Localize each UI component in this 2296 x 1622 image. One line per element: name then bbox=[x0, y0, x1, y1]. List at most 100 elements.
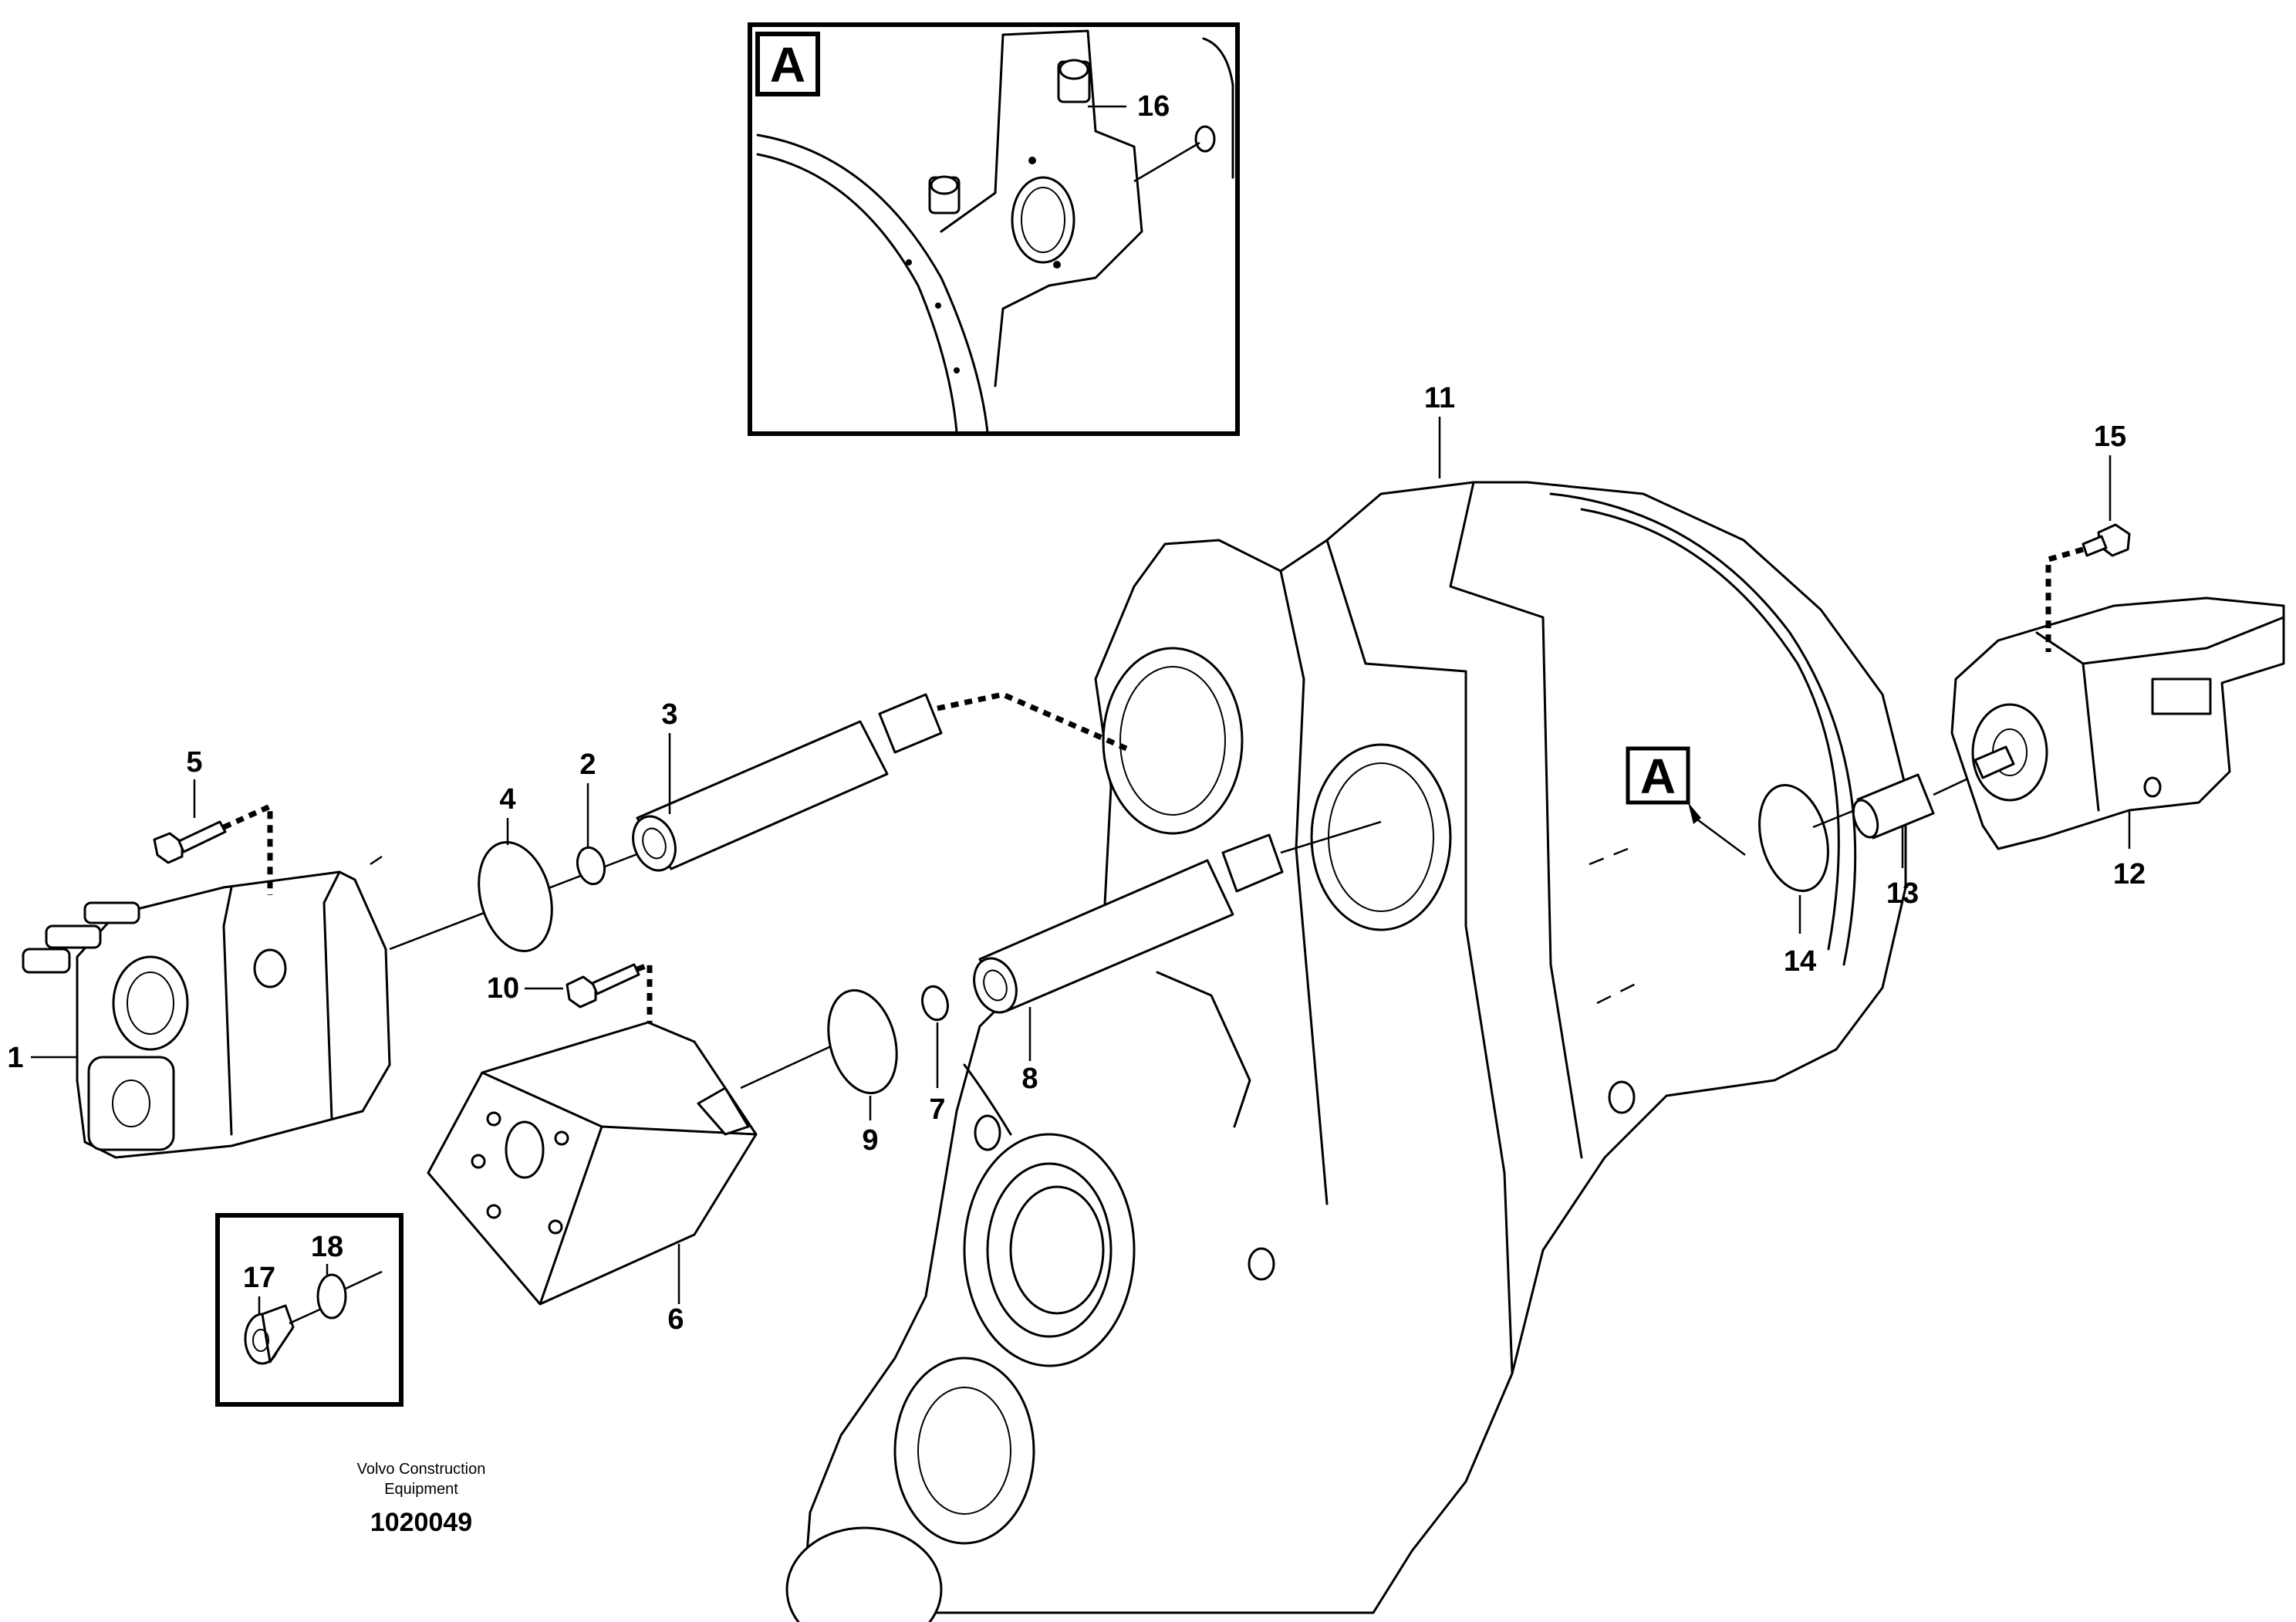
bolt-10-path bbox=[636, 960, 653, 1034]
detail-bolt-left bbox=[928, 175, 961, 215]
pump-6-hole-3 bbox=[554, 1130, 569, 1146]
housing-rib-3 bbox=[1449, 481, 1583, 1159]
pump-12-shaft bbox=[1974, 745, 2015, 779]
detail-axis-line bbox=[1133, 141, 1200, 183]
bolt-10: 10 bbox=[487, 960, 653, 1034]
pump-1-tick bbox=[370, 855, 383, 866]
bolt-15-shank bbox=[2082, 535, 2108, 557]
o-ring-4-shape bbox=[478, 840, 553, 953]
snap-ring-7: 7 bbox=[921, 985, 949, 1126]
detail-housing-outline bbox=[994, 29, 1143, 387]
pump-1-boss bbox=[253, 948, 287, 988]
plug-detail-frame bbox=[215, 1213, 403, 1407]
bolt-5-shank bbox=[177, 820, 227, 853]
housing-upper-bore-inner bbox=[1119, 666, 1226, 816]
detail-flange-arc-outer bbox=[756, 133, 989, 434]
bolt-15: 15 bbox=[2045, 421, 2131, 652]
pump-1-fitting-3 bbox=[83, 901, 140, 924]
pump-12-side-edge bbox=[2082, 662, 2100, 812]
plug-17 bbox=[244, 1304, 295, 1365]
callout-12: 12 bbox=[2113, 858, 2146, 890]
detail-right-edge bbox=[1202, 37, 1234, 179]
shaft-3-end bbox=[632, 815, 677, 872]
housing-flange-ring-inner bbox=[1580, 508, 1840, 951]
housing-hole-1 bbox=[1608, 1080, 1636, 1114]
snap-ring-7-shape bbox=[921, 985, 949, 1022]
plug-17-socket bbox=[252, 1329, 269, 1352]
pump-6-hole-2 bbox=[486, 1111, 501, 1127]
callout-2: 2 bbox=[579, 748, 596, 781]
footer-publisher-line-1: Volvo Construction bbox=[357, 1461, 486, 1478]
housing-middle-bore bbox=[1310, 743, 1452, 931]
shaft-8: 8 bbox=[973, 820, 1382, 1095]
housing-hole-2 bbox=[1248, 1247, 1275, 1281]
pump-6-hole-5 bbox=[548, 1219, 563, 1235]
housing-upper-bore bbox=[1102, 647, 1244, 835]
pump-1-lower-block bbox=[87, 1056, 175, 1151]
housing-flange-ring bbox=[1549, 492, 1857, 966]
callout-9: 9 bbox=[862, 1124, 878, 1157]
shaft-3-path bbox=[937, 691, 1128, 752]
detail-port-bore bbox=[1021, 187, 1065, 253]
detail-a-label-box bbox=[755, 32, 820, 96]
pump-12-top-edge bbox=[2035, 616, 2285, 665]
housing-rib-2 bbox=[1325, 539, 1514, 1375]
o-ring-14: 14 bbox=[1758, 784, 1829, 978]
callout-1: 1 bbox=[7, 1042, 23, 1074]
shaft-8-bore bbox=[983, 969, 1008, 1002]
bolt-15-path bbox=[2045, 546, 2084, 652]
callout-11: 11 bbox=[1424, 382, 1455, 414]
pump-12-plug bbox=[2143, 776, 2162, 798]
snap-ring-2: 2 bbox=[576, 748, 606, 886]
detail-a-frame bbox=[748, 22, 1240, 436]
shaft-3-spline bbox=[878, 693, 943, 754]
detail-flange-arc-inner bbox=[756, 153, 958, 434]
plug-axis-right bbox=[345, 1270, 383, 1290]
o-ring-9-shape bbox=[827, 988, 898, 1095]
housing-axis-dash-2 bbox=[1596, 978, 1644, 1005]
detail-housing-edge bbox=[940, 33, 1004, 233]
detail-a-pointer-line bbox=[1697, 818, 1746, 857]
transmission-housing: 11 bbox=[785, 382, 1907, 1622]
housing-rib-4 bbox=[1156, 971, 1251, 1128]
callout-16: 16 bbox=[1137, 90, 1170, 123]
detail-bolt-16 bbox=[1057, 59, 1091, 103]
detail-a-pointer: A bbox=[1626, 746, 1746, 857]
detail-a-label: A bbox=[770, 37, 805, 93]
housing-front-hub-core bbox=[1009, 1185, 1105, 1315]
detail-a-inset: A 16 bbox=[748, 22, 1240, 436]
shaft-3-bore bbox=[642, 827, 667, 860]
pump-1-side-edge bbox=[222, 886, 233, 1136]
pump-1-lower-port bbox=[112, 1080, 150, 1127]
housing-bottom-hub bbox=[785, 1526, 943, 1622]
shaft-8-spline bbox=[1221, 833, 1284, 893]
sleeve-13-end bbox=[1852, 799, 1879, 839]
bolt-5-path bbox=[222, 802, 273, 895]
sleeve-13: 13 bbox=[1812, 770, 1984, 910]
detail-a-pointer-label: A bbox=[1640, 748, 1676, 804]
housing-rib-5 bbox=[963, 1063, 1012, 1136]
housing-lower-hub-inner bbox=[917, 1387, 1011, 1515]
pump-6-tab bbox=[697, 1086, 750, 1136]
diagram-footer: Volvo Construction Equipment 1020049 bbox=[357, 1461, 486, 1537]
bolt-10-shank bbox=[591, 963, 640, 995]
pump-1: 1 bbox=[7, 840, 672, 1159]
callout-7: 7 bbox=[929, 1093, 945, 1126]
bolt-10-head bbox=[566, 975, 597, 1009]
pump-6-hole-1 bbox=[471, 1154, 486, 1169]
o-ring-18 bbox=[316, 1273, 347, 1320]
o-ring-14-shape bbox=[1758, 784, 1829, 892]
pump-6-port bbox=[505, 1120, 545, 1179]
pump-1-port-inner bbox=[127, 972, 174, 1035]
callout-15: 15 bbox=[2094, 421, 2126, 453]
detail-a-pointer-box bbox=[1626, 746, 1690, 805]
pump-12: 12 bbox=[1950, 596, 2285, 890]
callout-13: 13 bbox=[1886, 877, 1919, 910]
pump-1-fitting-2 bbox=[45, 924, 102, 949]
detail-port-ring bbox=[1011, 176, 1075, 264]
shaft-8-end bbox=[973, 957, 1018, 1014]
callout-14: 14 bbox=[1784, 945, 1816, 978]
pump-6-hole-4 bbox=[486, 1204, 501, 1219]
shaft-3: 3 bbox=[632, 691, 1128, 872]
